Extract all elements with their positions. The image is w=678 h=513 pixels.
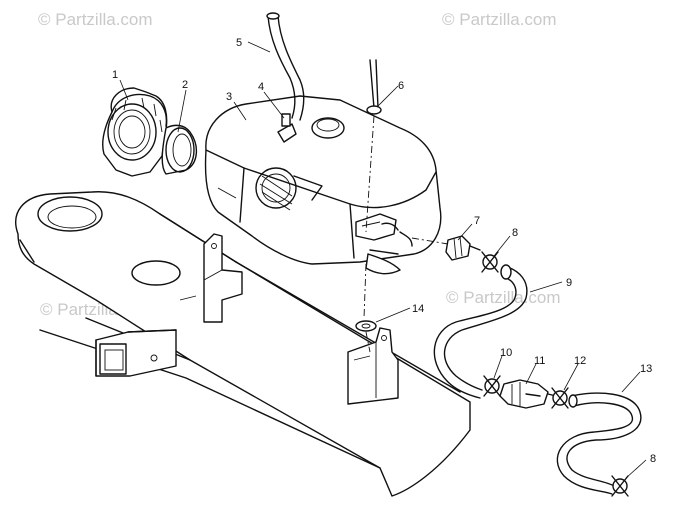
- callout-numbers: 1 2 3 4 5 6 7 8 9 10 11 12 13 14 8: [112, 37, 656, 465]
- fuel-filter: [499, 379, 557, 409]
- sender-rod: [365, 59, 382, 233]
- callout-12: 12: [574, 355, 586, 367]
- callout-10: 10: [500, 347, 512, 359]
- watermark: © Partzilla.com: [442, 10, 557, 29]
- fuel-hose-lower: [556, 392, 642, 495]
- callout-3: 3: [226, 91, 232, 103]
- vent-hose: [266, 12, 305, 121]
- outlet-fitting: [411, 235, 481, 261]
- hose-clamp-12: [551, 387, 569, 409]
- callout-9: 9: [566, 277, 572, 289]
- watermark: © Partzilla.com: [38, 10, 153, 29]
- fuel-tank: [204, 95, 442, 275]
- callout-5: 5: [236, 37, 242, 49]
- watermark: © Partzilla.com: [446, 288, 561, 307]
- callout-8: 8: [512, 227, 518, 239]
- frame-assembly: [15, 191, 471, 497]
- callout-7: 7: [474, 215, 480, 227]
- leader-lines: [119, 41, 647, 479]
- fuel-cap: [102, 87, 168, 177]
- callout-1: 1: [112, 69, 118, 81]
- callout-6: 6: [398, 80, 404, 92]
- cap-gasket: [161, 124, 197, 175]
- callout-2: 2: [182, 79, 188, 91]
- fuel-hose: [433, 264, 528, 399]
- callout-13: 13: [640, 363, 652, 375]
- callout-8-lower: 8: [650, 453, 656, 465]
- callout-11: 11: [534, 355, 545, 367]
- callout-4: 4: [258, 81, 264, 93]
- hose-clamp-lower: [611, 475, 629, 497]
- callout-14: 14: [412, 303, 424, 315]
- mount-washer: [355, 263, 377, 353]
- hose-clamp-10: [483, 375, 501, 397]
- hose-clamp-upper: [481, 251, 499, 273]
